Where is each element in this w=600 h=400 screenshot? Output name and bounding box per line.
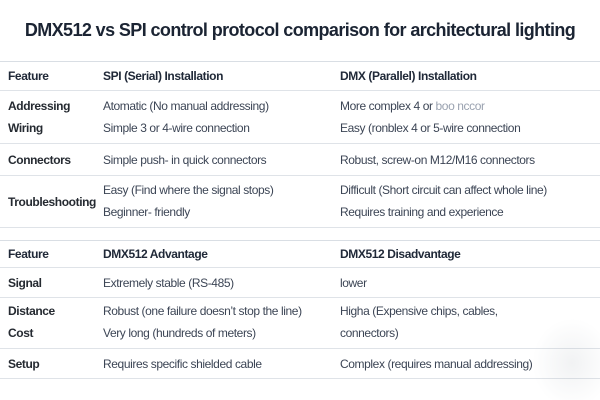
- feature-label: Wiring: [8, 121, 43, 135]
- feature-label: Distance: [8, 304, 55, 318]
- table1-header-row: Feature SPI (Serial) Installation DMX (P…: [0, 61, 600, 90]
- value-line: More complex 4 or boo nccor: [340, 95, 600, 117]
- spi-value-cell: Easy (Find where the signal stops) Begin…: [103, 176, 340, 227]
- disadvantage-value-cell: Higha (Expensive chips, cables, connecto…: [340, 300, 600, 348]
- page-title: DMX512 vs SPI control protocol compariso…: [24, 20, 576, 40]
- value-line: Simple 3 or 4-wire connection: [103, 121, 250, 135]
- value-line: Very long (hundreds of meters): [103, 326, 256, 340]
- feature-label: Troubleshooting: [8, 194, 96, 209]
- value-line: Higha (Expensive chips, cables,: [340, 304, 498, 318]
- table-row-setup: Setup Requires specific shielded cable C…: [0, 348, 600, 379]
- value-line: Robust (one failure doesn’t stop the lin…: [103, 304, 302, 318]
- dmx-value-cell: More complex 4 or boo nccor Easy (ronble…: [340, 95, 600, 143]
- disadvantage-value-cell: lower: [340, 275, 367, 290]
- table-row-distance-cost: Distance Cost Robust (one failure doesn’…: [0, 297, 600, 348]
- spi-value-cell: Simple push- in quick connectors: [103, 152, 267, 167]
- dmx-value-cell: Difficult (Short circuit can affect whol…: [340, 176, 600, 227]
- table1-column-header-spi: SPI (Serial) Installation: [103, 69, 224, 83]
- value-line: Easy (Find where the signal stops): [103, 183, 274, 197]
- advantage-value-cell: Requires specific shielded cable: [103, 356, 262, 371]
- feature-cell: Addressing Wiring: [8, 95, 103, 143]
- feature-label: Setup: [8, 356, 40, 371]
- feature-label: Cost: [8, 326, 34, 340]
- feature-label: Signal: [8, 275, 42, 290]
- table1-column-header-feature: Feature: [8, 69, 49, 83]
- value-line: Requires training and experience: [340, 205, 504, 219]
- table1-column-header-dmx: DMX (Parallel) Installation: [340, 69, 477, 83]
- advantage-value-cell: Robust (one failure doesn’t stop the lin…: [103, 300, 340, 348]
- title-section: DMX512 vs SPI control protocol compariso…: [0, 0, 600, 61]
- table2-column-header-feature: Feature: [8, 247, 49, 261]
- table-row-troubleshooting: Troubleshooting Easy (Find where the sig…: [0, 175, 600, 227]
- disadvantage-value-cell: Complex (requires manual addressing): [340, 356, 533, 371]
- feature-label: Connectors: [8, 152, 71, 167]
- advantage-value-cell: Extremely stable (RS-485): [103, 275, 234, 290]
- value-line: Atomatic (No manual addressing): [103, 99, 269, 113]
- table-gap-divider: [0, 227, 600, 240]
- value-line: Beginner- friendly: [103, 205, 190, 219]
- table2-header-row: Feature DMX512 Advantage DMX512 Disadvan…: [0, 240, 600, 267]
- value-line: Easy (ronblex 4 or 5-wire connection: [340, 121, 521, 135]
- feature-cell: Distance Cost: [8, 300, 103, 348]
- table-row-addressing-wiring: Addressing Wiring Atomatic (No manual ad…: [0, 90, 600, 143]
- table-row-connectors: Connectors Simple push- in quick connect…: [0, 143, 600, 175]
- dmx-value-cell: Robust, screw-on M12/M16 connectors: [340, 152, 535, 167]
- value-text: More complex 4 or: [340, 99, 436, 113]
- value-line: connectors): [340, 326, 399, 340]
- value-line: Difficult (Short circuit can affect whol…: [340, 183, 547, 197]
- faded-value-text: boo nccor: [435, 99, 486, 113]
- spi-value-cell: Atomatic (No manual addressing) Simple 3…: [103, 95, 340, 143]
- feature-label: Addressing: [8, 99, 71, 113]
- table2-column-header-disadvantage: DMX512 Disadvantage: [340, 247, 461, 261]
- table2-column-header-advantage: DMX512 Advantage: [103, 247, 208, 261]
- table-row-signal: Signal Extremely stable (RS-485) lower: [0, 267, 600, 297]
